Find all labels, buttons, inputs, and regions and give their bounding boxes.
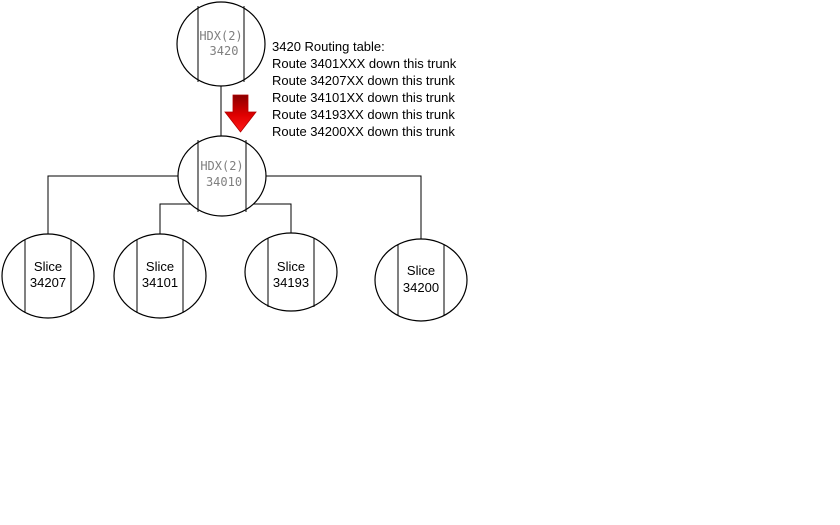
node-id-label: 34207 [30, 275, 66, 290]
edge-to-slice-34101 [159, 203, 194, 240]
node-type-label: Slice [277, 259, 305, 274]
edge-to-slice-34200 [265, 175, 422, 240]
red-down-arrow-icon [224, 94, 257, 133]
hdx-node-3420[interactable]: HDX(2) 3420 [176, 1, 266, 87]
node-type-label: Slice [146, 259, 174, 274]
routing-line: Route 34193XX down this trunk [272, 107, 455, 122]
node-id-label: 34101 [142, 275, 178, 290]
routing-line: Route 34207XX down this trunk [272, 73, 455, 88]
routing-table-title: 3420 Routing table: [272, 39, 385, 54]
slice-node-34200[interactable]: Slice 34200 [374, 238, 468, 322]
node-type-label: Slice [407, 263, 435, 278]
node-id-label: 34010 [206, 175, 242, 189]
node-id-label: 3420 [210, 44, 239, 58]
routing-table: 3420 Routing table: Route 3401XXX down t… [272, 39, 457, 139]
node-type-label: HDX(2) [199, 29, 242, 43]
slice-node-34207[interactable]: Slice 34207 [1, 233, 95, 319]
routing-line: Route 3401XXX down this trunk [272, 56, 457, 71]
edge-to-slice-34193 [248, 203, 292, 236]
routing-line: Route 34200XX down this trunk [272, 124, 455, 139]
slice-node-34101[interactable]: Slice 34101 [113, 233, 207, 319]
node-id-label: 34200 [403, 280, 439, 295]
node-id-label: 34193 [273, 275, 309, 290]
routing-line: Route 34101XX down this trunk [272, 90, 455, 105]
edge-to-slice-34207 [47, 175, 180, 240]
node-type-label: Slice [34, 259, 62, 274]
hdx-node-34010[interactable]: HDX(2) 34010 [177, 135, 267, 217]
node-type-label: HDX(2) [200, 159, 243, 173]
slice-node-34193[interactable]: Slice 34193 [244, 232, 338, 312]
